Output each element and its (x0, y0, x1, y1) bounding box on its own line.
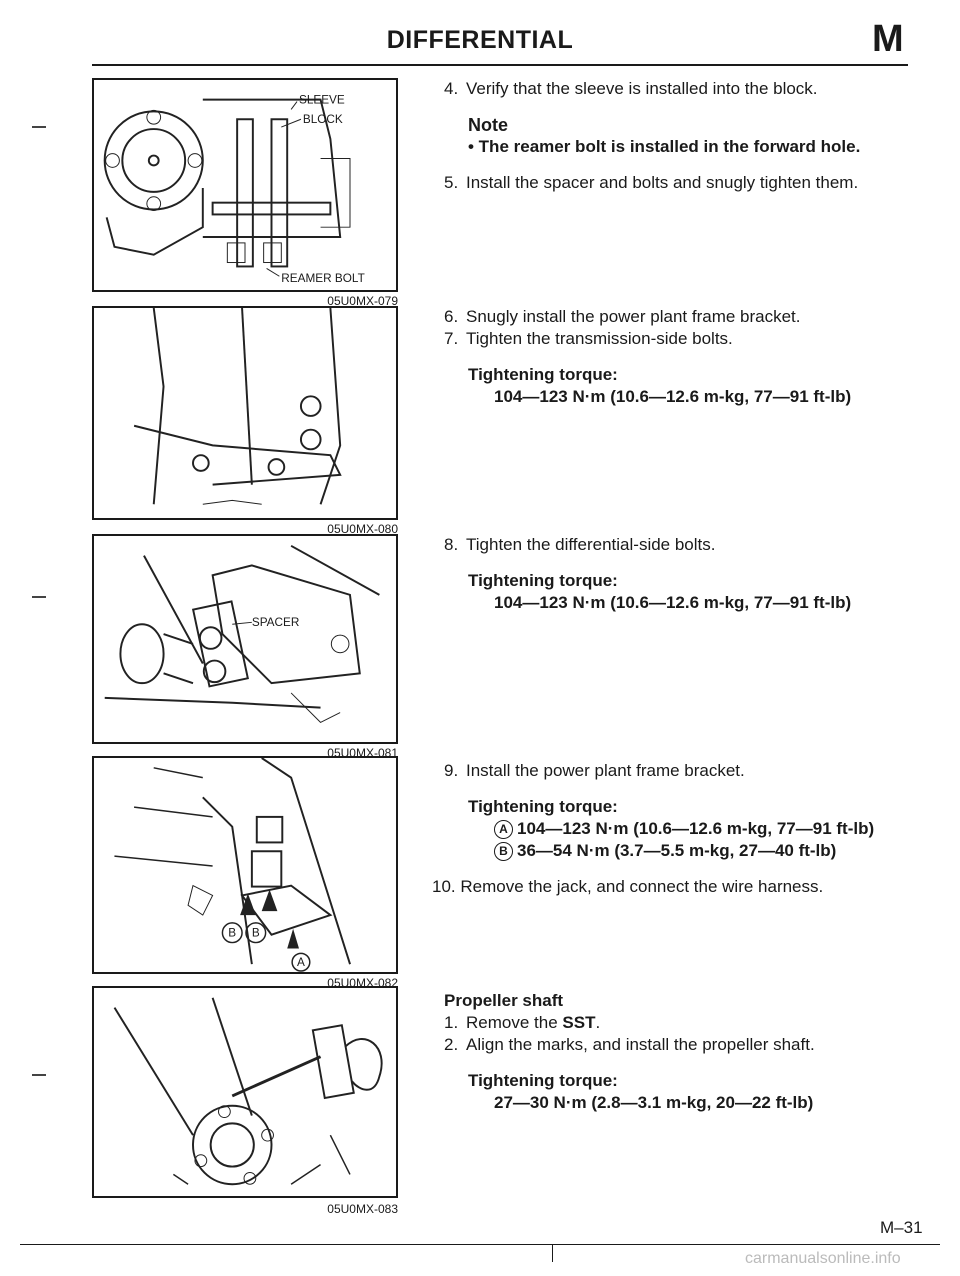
marker-b-circle: B (494, 842, 513, 861)
marker-b-label: B (228, 927, 236, 940)
instruction-block-frame-bracket: 9. Install the power plant frame bracket.… (432, 760, 924, 898)
step-6: 6. Snugly install the power plant frame b… (444, 306, 924, 328)
step-number: 4. (444, 79, 459, 98)
step-number: 8. (444, 535, 459, 554)
figure-frame-bracket: B B A (92, 756, 398, 974)
figure-propeller-shaft (92, 986, 398, 1198)
propeller-shaft-illustration (113, 997, 383, 1186)
step-10: 10. Remove the jack, and connect the wir… (432, 876, 924, 898)
figure-code: 05U0MX-083 (327, 1202, 398, 1216)
frame-bracket-illustration: B B A (114, 758, 351, 972)
torque-a-text: 104—123 N·m (10.6—12.6 m-kg, 77—91 ft-lb… (517, 819, 875, 838)
step-9: 9. Install the power plant frame bracket. (444, 760, 924, 782)
torque-value: 104—123 N·m (10.6—12.6 m-kg, 77—91 ft-lb… (494, 593, 852, 612)
step-2: 2. Align the marks, and install the prope… (444, 1034, 924, 1056)
torque-label: Tightening torque: (468, 571, 618, 590)
step-text: Tighten the differential-side bolts. (466, 535, 716, 554)
header-divider (92, 64, 908, 66)
block-label: BLOCK (303, 113, 343, 126)
instruction-block-propeller: Propeller shaft 1. Remove the SST. 2. Alig… (444, 990, 924, 1114)
figure-code: 05U0MX-080 (327, 522, 398, 536)
step-text-bold: SST (562, 1013, 596, 1032)
marker-a-label: A (297, 956, 305, 969)
margin-mark (32, 596, 46, 598)
step-text: Remove the (466, 1013, 563, 1032)
page-number: M–31 (880, 1218, 923, 1237)
footer-tick (552, 1244, 553, 1262)
torque-value: 27—30 N·m (2.8—3.1 m-kg, 20—22 ft-lb) (494, 1093, 814, 1112)
figure-code: 05U0MX-079 (327, 294, 398, 308)
note-text: • The reamer bolt is installed in the fo… (468, 137, 861, 156)
section-heading: Propeller shaft (444, 991, 564, 1010)
instruction-block-transmission: 6. Snugly install the power plant frame b… (444, 306, 924, 408)
margin-mark (32, 126, 46, 128)
figure-spacer: SPACER (92, 534, 398, 744)
step-7: 7. Tighten the transmission-side bolts. (444, 328, 924, 350)
torque-label: Tightening torque: (468, 797, 618, 816)
step-number: 7. (444, 329, 459, 348)
figure-transmission-bolts (92, 306, 398, 520)
page-title: DIFFERENTIAL (386, 26, 574, 54)
sleeve-label: SLEEVE (299, 94, 345, 107)
torque-b-text: 36—54 N·m (3.7—5.5 m-kg, 27—40 ft-lb) (517, 841, 837, 860)
reamer-bolt-label: REAMER BOLT (281, 272, 364, 285)
sleeve-block-illustration: SLEEVE BLOCK REAMER BOLT (103, 94, 365, 285)
step-text: . (595, 1013, 601, 1032)
marker-a-circle: A (494, 820, 513, 839)
section-letter: M (872, 18, 904, 60)
step-8: 8. Tighten the differential-side bolts. (444, 534, 924, 556)
step-text: Snugly install the power plant frame bra… (466, 307, 801, 326)
spacer-illustration: SPACER (104, 544, 380, 723)
step-text: Install the spacer and bolts and snugly … (466, 173, 859, 192)
step-number: 2. (444, 1035, 459, 1054)
step-number: 9. (444, 761, 459, 780)
step-text: Verify that the sleeve is installed into… (466, 79, 818, 98)
watermark: carmanualsonline.info (745, 1250, 901, 1267)
step-number: 1. (444, 1013, 459, 1032)
step-number: 5. (444, 173, 459, 192)
step-text: Tighten the transmission-side bolts. (466, 329, 733, 348)
step-text: Align the marks, and install the propell… (466, 1035, 815, 1054)
step-text: Remove the jack, and connect the wire ha… (460, 877, 824, 896)
step-5: 5. Install the spacer and bolts and snugl… (444, 172, 924, 194)
step-number: 10. (432, 877, 456, 896)
instruction-block-sleeve: 4. Verify that the sleeve is installed in… (444, 78, 924, 194)
transmission-bolts-illustration (133, 308, 342, 505)
step-text: Install the power plant frame bracket. (466, 761, 745, 780)
step-4: 4. Verify that the sleeve is installed in… (444, 78, 924, 100)
torque-label: Tightening torque: (468, 365, 618, 384)
figure-sleeve-block: SLEEVE BLOCK REAMER BOLT (92, 78, 398, 292)
margin-mark (32, 1074, 46, 1076)
step-1: 1. Remove the SST. (444, 1012, 924, 1034)
instruction-block-differential: 8. Tighten the differential-side bolts. T… (444, 534, 924, 614)
footer-divider (20, 1244, 940, 1245)
marker-b-label: B (252, 927, 260, 940)
torque-label: Tightening torque: (468, 1071, 618, 1090)
note-title: Note (468, 115, 508, 135)
spacer-label: SPACER (252, 616, 300, 629)
torque-value: 104—123 N·m (10.6—12.6 m-kg, 77—91 ft-lb… (494, 387, 852, 406)
step-number: 6. (444, 307, 459, 326)
